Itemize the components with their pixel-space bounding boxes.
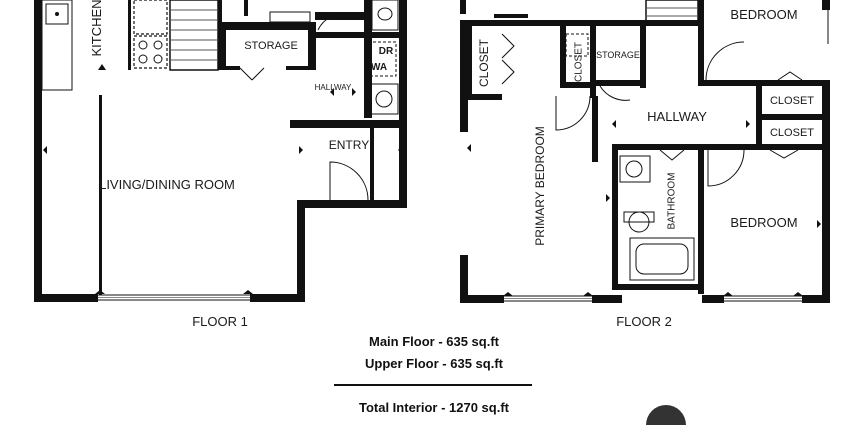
f2-hallway-label: HALLWAY xyxy=(647,109,707,124)
f2-storage-label: STORAGE xyxy=(596,50,640,60)
f2-south-wall-left xyxy=(460,295,504,303)
f1-south-wall-left xyxy=(34,294,96,302)
bathroom-door xyxy=(659,149,685,161)
closet-left-label: CLOSET xyxy=(477,38,491,87)
closet-bifold-left xyxy=(501,33,515,85)
f1-powder-toilet xyxy=(371,0,399,31)
closet-lower-label: CLOSET xyxy=(770,127,814,139)
washer-label: WA xyxy=(371,62,387,73)
f1-west-wall xyxy=(34,0,42,302)
f2-south-window-primary xyxy=(504,295,592,302)
fridge-icon xyxy=(133,0,168,35)
f1-sink xyxy=(369,83,399,115)
laundry-box xyxy=(367,41,397,77)
f1-entry-south-wall xyxy=(297,200,405,208)
closet-small-label: CLOSET xyxy=(574,42,585,82)
closet-bifold-upper xyxy=(777,71,803,81)
bedroom-bottom-label: BEDROOM xyxy=(730,215,797,230)
f2-east-wall xyxy=(822,80,830,303)
f2-west-wall-lower xyxy=(460,255,468,303)
f1-east-wall xyxy=(399,0,407,208)
main-floor-area: Main Floor - 635 sq.ft xyxy=(368,334,499,349)
bathtub-icon xyxy=(629,237,695,281)
living-dining-label: LIVING/DINING ROOM xyxy=(99,177,235,192)
closet-upper-label: CLOSET xyxy=(770,95,814,107)
upper-floor-area: Upper Floor - 635 sq.ft xyxy=(365,356,503,371)
f1-stairs xyxy=(169,0,219,71)
entry-door xyxy=(329,161,369,201)
bathroom-sink xyxy=(619,155,651,183)
f1-door-swing-1 xyxy=(317,13,347,31)
toilet-icon xyxy=(623,211,655,233)
bedroom-top-door xyxy=(705,41,745,81)
primary-door-swing xyxy=(555,95,591,131)
f2-south-window-bedroom xyxy=(724,295,802,302)
bathroom-label: BATHROOM xyxy=(667,172,678,229)
floor-2-caption: FLOOR 2 xyxy=(616,314,672,329)
bedroom-bottom-door xyxy=(707,149,745,187)
bedroom-top-label: BEDROOM xyxy=(730,7,797,22)
entry-label: ENTRY xyxy=(329,138,369,152)
primary-bedroom-label: PRIMARY BEDROOM xyxy=(533,126,547,246)
floor-1-plan xyxy=(34,0,407,302)
f1-storage-label: STORAGE xyxy=(244,40,298,52)
floor-1-caption: FLOOR 1 xyxy=(192,314,248,329)
f1-counter-divider xyxy=(99,95,102,295)
f1-south-window xyxy=(94,294,254,302)
kitchen-sink xyxy=(45,3,69,25)
total-interior-area: Total Interior - 1270 sq.ft xyxy=(358,400,509,415)
f1-vanity xyxy=(269,11,311,23)
dryer-label: DR xyxy=(379,46,394,57)
closet-bifold-lower xyxy=(769,149,799,159)
f2-west-wall-upper xyxy=(460,20,468,132)
storage-door-swing xyxy=(599,85,631,101)
storage-bifold-door xyxy=(239,67,265,81)
stove-icon xyxy=(133,35,168,69)
f1-hallway-label: HALLWAY xyxy=(315,83,352,92)
kitchen-counter xyxy=(41,0,73,91)
decorative-mark xyxy=(646,405,686,425)
floor-2-plan xyxy=(460,0,830,303)
f1-east-wall-lower xyxy=(297,208,305,302)
kitchen-label: KITCHEN xyxy=(89,0,104,57)
f1-south-wall-right xyxy=(252,294,305,302)
